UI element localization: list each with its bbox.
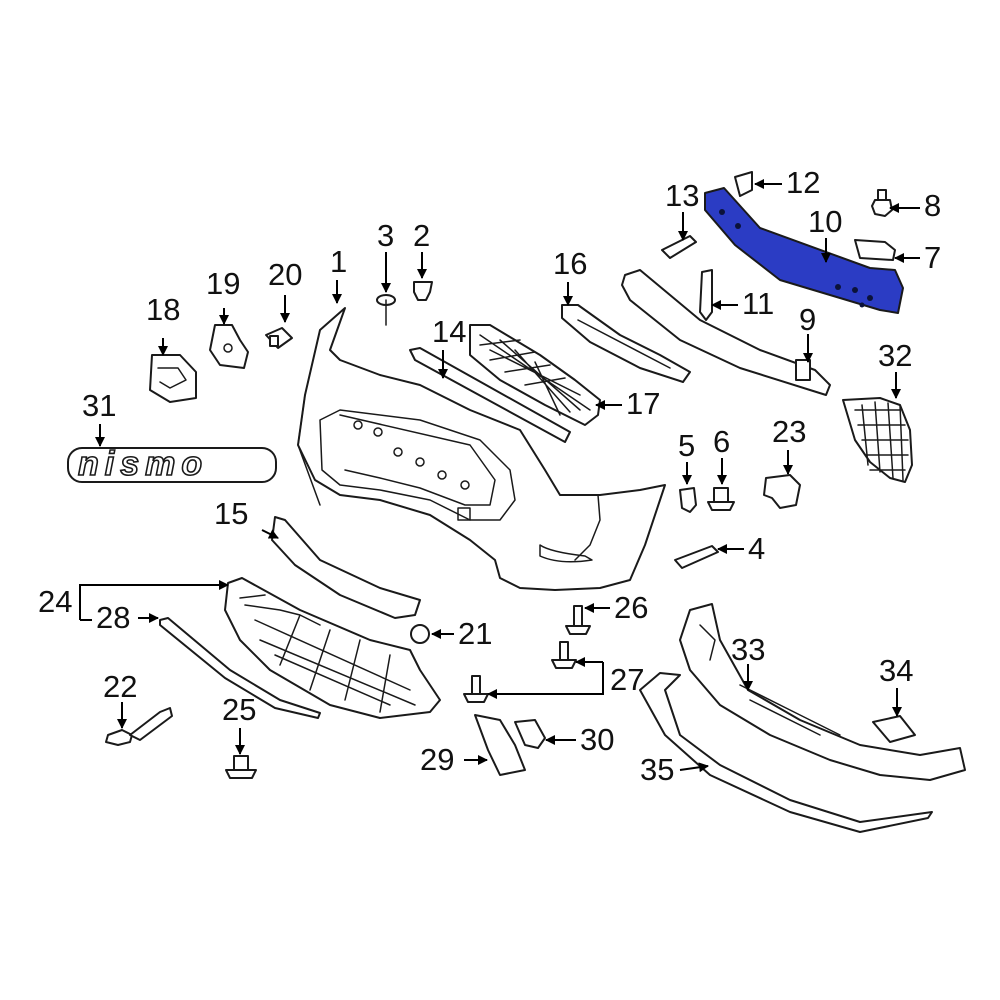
callout-4: 4 [748,531,765,566]
callout-10: 10 [808,204,842,239]
emblem-bracket-part[interactable] [149,354,197,403]
bracket-7-part[interactable] [854,239,896,261]
energy-absorber-part[interactable] [621,269,831,396]
callout-26: 26 [614,590,648,625]
side-grille-part[interactable] [842,397,913,483]
callout-17: 17 [626,386,660,421]
callout-27: 27 [610,662,644,697]
callout-23: 23 [772,414,806,449]
callout-11: 11 [742,286,774,321]
clip-6-part[interactable] [707,487,735,511]
air-guide-part[interactable] [561,304,691,383]
callout-6: 6 [713,424,730,459]
callout-33: 33 [731,632,765,667]
lower-panel-33-part[interactable] [679,603,966,781]
cover-30-part[interactable] [514,719,546,749]
molding-part[interactable] [409,347,571,443]
callout-20: 20 [268,257,302,292]
callout-7: 7 [924,240,941,275]
clip-19-part[interactable] [209,324,249,369]
clip-12-part[interactable] [734,171,753,197]
nismo-emblem-part[interactable]: nismo [67,444,277,484]
callout-8: 8 [924,188,941,223]
leader-lines [79,179,920,773]
callout-18: 18 [146,292,180,327]
bolt-13-part[interactable] [661,235,697,259]
clip-34-part[interactable] [872,715,916,743]
emblem-text: nismo [78,445,208,483]
grille-part[interactable] [469,324,601,426]
callout-34: 34 [879,653,913,688]
callout-labels: 1 2 3 4 5 6 7 8 9 10 11 12 13 14 15 16 1… [38,165,941,787]
callout-21: 21 [458,616,492,651]
callout-14: 14 [432,314,466,349]
impact-bar-part[interactable] [704,187,904,314]
callout-9: 9 [799,302,816,337]
callout-28: 28 [96,600,130,635]
bracket-23-part[interactable] [763,474,801,509]
bolt-20-part[interactable] [265,327,293,349]
deflector-4-part[interactable] [674,545,719,569]
callout-1: 1 [330,244,347,279]
lower-spoiler-part[interactable] [271,516,421,619]
bolt-27-part[interactable] [463,641,577,703]
rivet-3-part[interactable] [376,294,396,326]
callout-31: 31 [82,388,116,423]
seal-strip-part[interactable] [159,617,321,719]
undercover-part[interactable] [224,577,441,719]
tow-hook-part[interactable] [105,707,173,746]
callout-29: 29 [420,742,454,777]
bolt-26-part[interactable] [565,605,591,635]
callout-2: 2 [413,218,430,253]
callout-15: 15 [214,496,248,531]
bumper-cover-part[interactable] [297,307,666,591]
clip-25-part[interactable] [225,755,257,779]
callout-30: 30 [580,722,614,757]
cover-29-part[interactable] [474,714,526,776]
callout-35: 35 [640,752,674,787]
callout-16: 16 [553,246,587,281]
callout-13: 13 [665,178,699,213]
plug-21-part[interactable] [410,624,430,644]
callout-32: 32 [878,338,912,373]
callout-3: 3 [377,218,394,253]
seal-35-part[interactable] [639,672,933,833]
callout-12: 12 [786,165,820,200]
clip-2-part[interactable] [413,281,433,301]
callout-25: 25 [222,692,256,727]
clip-5-part[interactable] [679,487,697,513]
nut-8-part[interactable] [871,189,893,217]
callout-24: 24 [38,584,72,619]
callout-19: 19 [206,266,240,301]
callout-22: 22 [103,669,137,704]
bracket-11-part[interactable] [699,269,713,321]
callout-5: 5 [678,428,695,463]
